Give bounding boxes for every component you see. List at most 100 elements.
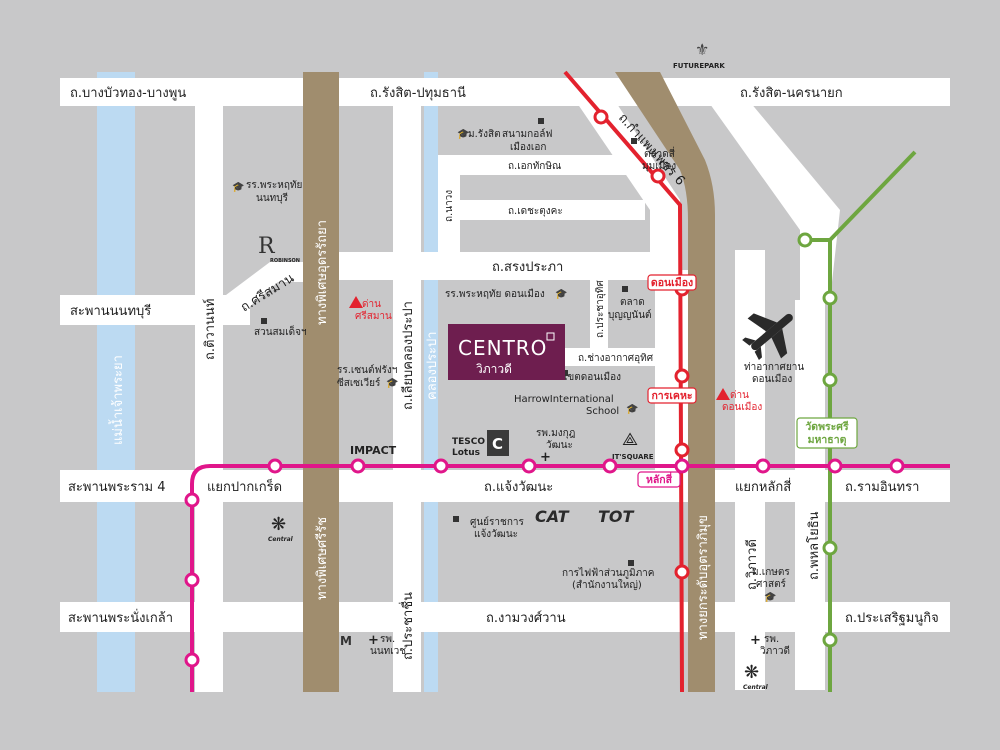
centro-logo-box [448, 324, 565, 380]
central-logo-icon: ❋ [271, 514, 286, 535]
road-label-ramintra: ถ.รามอินทรา [845, 480, 919, 495]
road-label-rama4-bridge: สะพานพระราม 4 [68, 480, 165, 495]
warning-triangle-icon [349, 296, 363, 308]
place-checkpoint-donmuang-2: ดอนเมือง [722, 401, 762, 413]
graduation-cap-icon: 🎓 [555, 288, 567, 300]
road-label-ngamwongwan: ถ.งามวงศ์วาน [486, 610, 566, 626]
place-mea-1: การไฟฟ้าส่วนภูมิภาค [562, 567, 654, 579]
road-network [60, 78, 950, 692]
road-label-prasertmanukit: ถ.ประเสริฐมนูกิจ [845, 611, 939, 626]
place-hospital-mongkut-2: วัฒนะ [546, 440, 573, 451]
place-hospital-nonthavej-2: นนทเวช [370, 646, 406, 657]
futurepark-logo-icon: ⚜ [695, 40, 709, 59]
centro-logo-subtitle: วิภาวดี [476, 362, 512, 376]
road-label-dechatungka: ถ.เดชะตุงคะ [508, 206, 563, 217]
logo-tot: TOT [598, 507, 635, 526]
place-harrow-2: School [586, 406, 619, 417]
place-harrow-1: HarrowInternational [514, 394, 614, 405]
place-market-1: ตลาดสี่ [644, 146, 675, 160]
road-label-phranangklao-bridge: สะพานพระนั่งเกล้า [68, 609, 173, 626]
road-label-nonthaburi-bridge: สะพานนนทบุรี [70, 303, 151, 319]
itsquare-logo-icon: ⟁ [622, 429, 638, 450]
graduation-cap-icon: 🎓 [764, 591, 776, 603]
logo-tesco-1: TESCO [452, 437, 485, 447]
expressway-udon-ratthaya [303, 72, 339, 692]
logo-tesco-2: Lotus [452, 448, 480, 458]
place-hospital-vibhavadi-2: วิภาวดี [760, 645, 790, 657]
place-airport-2: ดอนเมือง [752, 373, 792, 385]
road-label-bangbuathong: ถ.บางบัวทอง-บางพูน [70, 86, 186, 101]
road-label-phahonyothin: ถ.พหลโยธิน [806, 511, 822, 580]
airplane-icon [742, 313, 793, 360]
place-market-2: มุมเมือง [642, 160, 676, 172]
place-boonyanan-2: บุญญนันต์ [608, 309, 652, 321]
road-label-prachauthit: ถ.ประชาอุทิศ [595, 280, 606, 338]
place-st-francis-2: ซีสเซเวียร์ [337, 377, 381, 389]
station-label-wat-phra-sri-2: มหาธาตุ [808, 434, 847, 447]
place-checkpoint-srisaman-2: ศรีสมาน [355, 310, 392, 322]
place-govt-center-2: แจ้งวัฒนะ [474, 528, 518, 540]
station-label-wat-phra-sri-1: วัดพระศรี [805, 420, 849, 433]
road-label-expressway-sirat: ทางพิเศษศรีรัช [314, 517, 330, 600]
place-kasetsart-1: ม.เกษตร [752, 567, 790, 578]
road-label-expressway-udon: ทางพิเศษอุดรรัถยา [315, 220, 330, 325]
place-airport-1: ท่าอากาศยาน [744, 362, 804, 373]
station-box-laksi [637, 471, 681, 488]
station-label-karnkeha: การเคหะ [651, 390, 692, 402]
station-markers [184, 109, 905, 668]
place-checkpoint-srisaman-1: ด่าน [362, 299, 381, 310]
place-checkpoint-donmuang-1: ด่าน [730, 390, 749, 401]
logo-robinson: ROBINSON [270, 258, 300, 264]
robinson-logo-icon: R [258, 234, 276, 259]
place-mea-2: (สำนักงานใหญ่) [572, 579, 642, 591]
place-boonyanan-1: ตลาด [620, 297, 645, 308]
place-golf-2: เมืองเอก [510, 141, 546, 153]
plus-icon: + [540, 450, 551, 465]
logo-futurepark: FUTUREPARK [673, 62, 725, 70]
road-label-khlong-prapa: คลองประปา [425, 331, 440, 400]
logo-central: Central [268, 536, 294, 543]
station-box-karnkeha [647, 387, 697, 404]
expressway-uttaraphimuk [615, 72, 715, 692]
central-logo-icon: ❋ [744, 662, 759, 683]
prapa-canal [424, 72, 438, 692]
logo-central-2: Central [743, 684, 769, 691]
road-label-changakat: ถ.ช่างอากาศอุทิศ [578, 353, 654, 364]
road-label-tiwanon: ถ.ติวานนท์ [202, 299, 218, 360]
nonthavej-logo-icon: M [340, 634, 352, 648]
place-st-francis-1: รร.เซนต์ฟรังฯ [337, 364, 397, 376]
plus-icon: + [750, 633, 761, 648]
place-school-nonthaburi-1: รร.พระหฤทัย [246, 180, 302, 191]
graduation-cap-icon: 🎓 [232, 181, 244, 193]
place-golf-1: สนามกอล์ฟ [502, 128, 552, 140]
place-hospital-nonthavej-1: รพ. [380, 634, 395, 645]
place-hospital-vibhavadi-1: รพ. [764, 634, 779, 645]
place-school-donmuang: รร.พระหฤทัย ดอนเมือง [445, 288, 545, 300]
road-label-rangsit-pathum: ถ.รังสิต-ปทุมธานี [370, 85, 466, 101]
station-label-donmuang: ดอนเมือง [651, 276, 693, 289]
road-label-songprapa: ถ.สรงประภา [492, 260, 563, 275]
place-school-nonthaburi-2: นนทบุรี [256, 192, 289, 204]
place-kasetsart-2: ศาสตร์ [756, 578, 787, 590]
place-rangsit-uni: ม.รังสิต [468, 129, 501, 140]
road-label-rangsit-nakhon: ถ.รังสิต-นครนายก [740, 86, 843, 101]
place-hospital-mongkut-1: รพ.มงกุฎ [536, 428, 575, 439]
logo-cat: CAT [535, 507, 570, 526]
station-box-donmuang [647, 274, 697, 291]
road-label-uttaraphimuk: ทางยกระดับอุตราภิมุข [696, 515, 711, 640]
centro-logo-square [546, 332, 555, 341]
road-label-ekthakin: ถ.เอกทักษิณ [508, 161, 561, 172]
road-label-nawong: ถ.นาวง [444, 190, 455, 222]
centro-logo-title: CENTRO [458, 336, 547, 360]
graduation-cap-icon: 🎓 [386, 377, 398, 389]
place-govt-center-1: ศูนย์ราชการ [470, 516, 524, 528]
road-label-vibhavadi: ถ.วิภาวดี [744, 539, 760, 590]
chaophraya-river [97, 72, 135, 692]
road-label-chaengwattana: ถ.แจ้งวัฒนะ [484, 480, 553, 495]
graduation-cap-icon: 🎓 [626, 403, 638, 415]
river-label-chaophraya: แม่น้ำเจ้าพระยา [108, 355, 126, 445]
road-label-prachachuen: ถ.ประชาชื่น [399, 592, 416, 660]
station-label-laksi: หลักสี่ [646, 471, 673, 486]
